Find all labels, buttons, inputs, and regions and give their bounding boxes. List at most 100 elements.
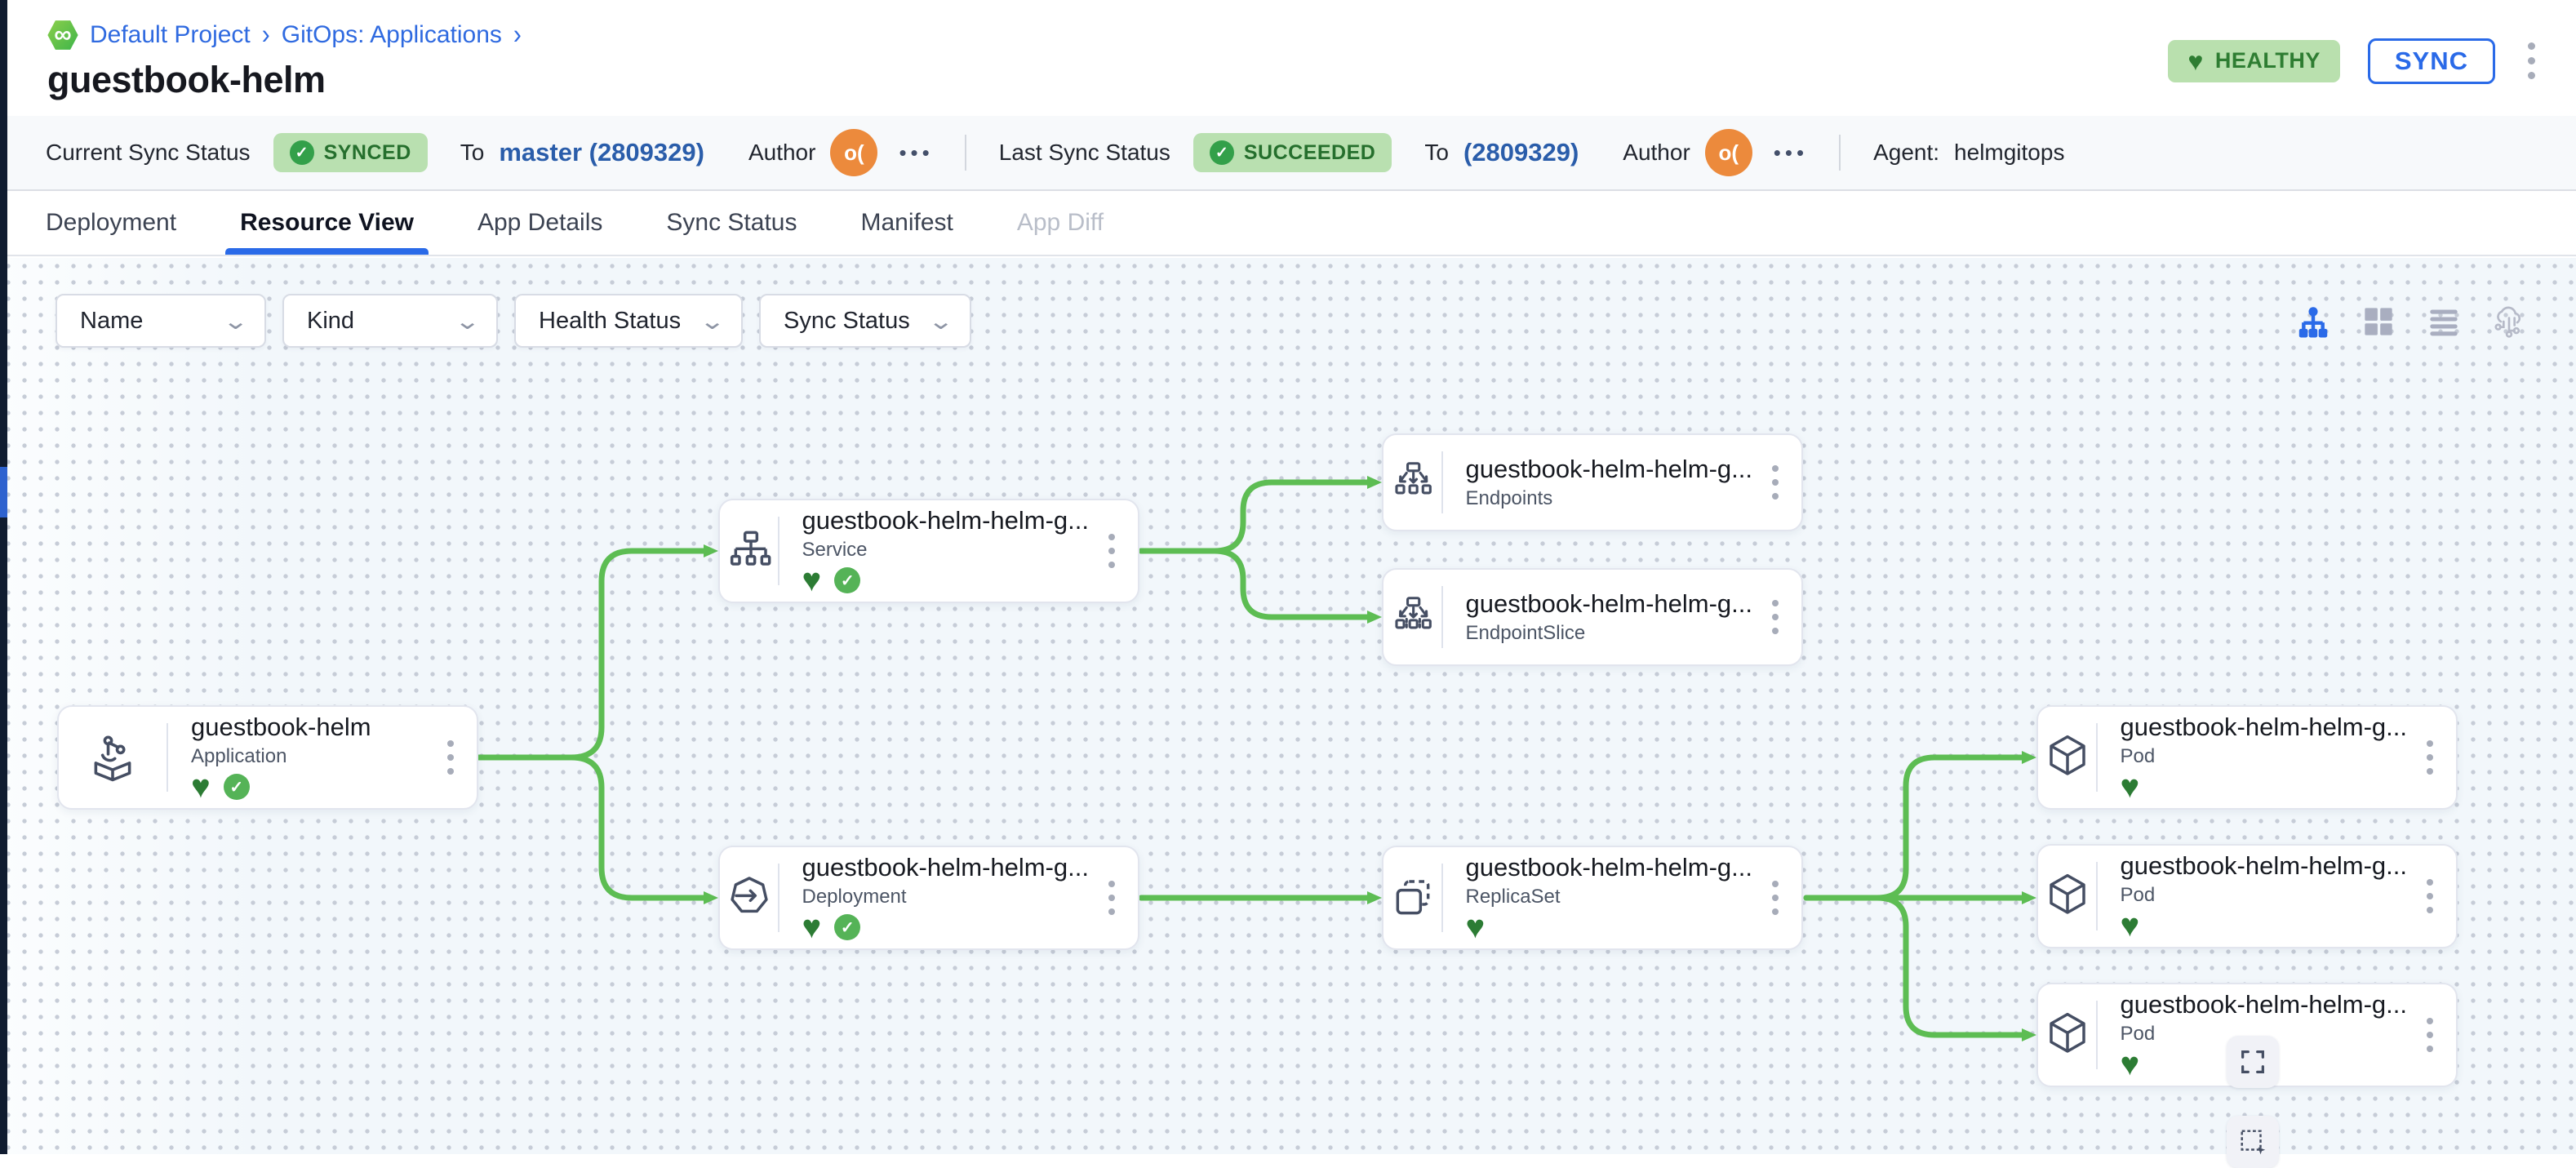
healthy-heart-icon: ♥ xyxy=(802,565,822,596)
chevron-down-icon: ⌄ xyxy=(222,308,249,335)
node-kebab-menu-icon[interactable] xyxy=(1767,595,1783,639)
breadcrumb-separator: › xyxy=(262,19,270,51)
node-kebab-menu-icon[interactable] xyxy=(442,735,459,779)
last-sync-status-label: Last Sync Status xyxy=(999,140,1170,166)
node-title: guestbook-helm-helm-g... xyxy=(1466,455,1753,484)
author-avatar[interactable]: o( xyxy=(830,129,877,176)
node-kebab-menu-icon[interactable] xyxy=(1104,876,1120,920)
tab-deployment[interactable]: Deployment xyxy=(46,191,176,255)
healthy-heart-icon: ♥ xyxy=(191,771,211,802)
resource-graph-canvas[interactable]: Name ⌄ Kind ⌄ Health Status ⌄ Sync Statu… xyxy=(0,258,2576,1154)
agent-value: helmgitops xyxy=(1954,140,2064,166)
sync-button[interactable]: SYNC xyxy=(2368,38,2495,84)
node-kind: Pod xyxy=(2121,745,2408,768)
node-service[interactable]: guestbook-helm-helm-g... Service ♥ ✓ xyxy=(718,499,1139,603)
node-title: guestbook-helm-helm-g... xyxy=(1466,853,1753,882)
endpointslice-icon xyxy=(1383,570,1441,664)
node-title: guestbook-helm-helm-g... xyxy=(2121,990,2408,1019)
node-kebab-menu-icon[interactable] xyxy=(2422,735,2438,779)
healthy-heart-icon: ♥ xyxy=(2121,771,2140,802)
succeeded-badge-label: SUCCEEDED xyxy=(1244,141,1375,165)
agent-label: Agent: xyxy=(1873,140,1939,166)
pod-icon xyxy=(2038,984,2096,1086)
tree-view-icon[interactable] xyxy=(2297,305,2330,338)
breadcrumb-project[interactable]: Default Project xyxy=(90,21,251,49)
filter-label: Name xyxy=(80,308,143,335)
last-sync-target-link[interactable]: (2809329) xyxy=(1463,138,1579,167)
cloud-view-icon[interactable] xyxy=(2493,305,2525,338)
chevron-down-icon: ⌄ xyxy=(699,308,726,335)
sidebar-rail[interactable] xyxy=(0,0,7,1154)
check-circle-icon: ✓ xyxy=(290,140,314,165)
grid-view-icon[interactable] xyxy=(2362,305,2395,338)
node-title: guestbook-helm-helm-g... xyxy=(2121,851,2408,881)
chevron-down-icon: ⌄ xyxy=(927,308,954,335)
node-kind: Service xyxy=(802,539,1090,562)
more-ellipsis-icon[interactable]: ••• xyxy=(899,140,933,166)
sidebar-rail-active-indicator xyxy=(0,467,7,517)
tab-bar: Deployment Resource View App Details Syn… xyxy=(0,191,2576,256)
filter-label: Kind xyxy=(307,308,354,335)
node-title: guestbook-helm xyxy=(191,713,428,742)
filter-name-dropdown[interactable]: Name ⌄ xyxy=(56,294,266,348)
node-title: guestbook-helm-helm-g... xyxy=(2121,713,2408,742)
author-avatar[interactable]: o( xyxy=(1705,129,1752,176)
header-kebab-menu-icon[interactable] xyxy=(2523,38,2540,84)
author-label: Author xyxy=(748,140,816,166)
chevron-down-icon: ⌄ xyxy=(454,308,481,335)
node-kebab-menu-icon[interactable] xyxy=(2422,874,2438,918)
node-pod-2[interactable]: guestbook-helm-helm-g... Pod ♥ xyxy=(2036,844,2458,948)
list-view-icon[interactable] xyxy=(2427,305,2460,338)
node-endpoints[interactable]: guestbook-helm-helm-g... Endpoints xyxy=(1382,433,1803,531)
node-kebab-menu-icon[interactable] xyxy=(1767,876,1783,920)
node-kebab-menu-icon[interactable] xyxy=(1767,460,1783,504)
fit-view-button[interactable] xyxy=(2227,1036,2279,1088)
node-kind: Deployment xyxy=(802,886,1090,908)
filter-label: Health Status xyxy=(539,308,681,335)
marquee-select-button[interactable] xyxy=(2227,1116,2279,1168)
node-kebab-menu-icon[interactable] xyxy=(1104,529,1120,573)
filter-sync-status-dropdown[interactable]: Sync Status ⌄ xyxy=(759,294,971,348)
healthy-heart-icon: ♥ xyxy=(2121,910,2140,941)
node-endpointslice[interactable]: guestbook-helm-helm-g... EndpointSlice xyxy=(1382,568,1803,666)
node-kind: Application xyxy=(191,745,428,768)
node-replicaset[interactable]: guestbook-helm-helm-g... ReplicaSet ♥ xyxy=(1382,846,1803,950)
divider xyxy=(1839,135,1841,171)
node-title: guestbook-helm-helm-g... xyxy=(1466,589,1753,619)
filter-health-status-dropdown[interactable]: Health Status ⌄ xyxy=(514,294,743,348)
filter-kind-dropdown[interactable]: Kind ⌄ xyxy=(282,294,498,348)
heart-icon: ♥ xyxy=(2187,48,2204,74)
node-kebab-menu-icon[interactable] xyxy=(2422,1013,2438,1057)
replicaset-icon xyxy=(1383,847,1441,948)
tab-resource-view[interactable]: Resource View xyxy=(240,191,414,255)
node-kind: ReplicaSet xyxy=(1466,886,1753,908)
synced-check-icon: ✓ xyxy=(834,567,860,593)
author-label: Author xyxy=(1623,140,1690,166)
tab-app-details[interactable]: App Details xyxy=(477,191,602,255)
node-application[interactable]: guestbook-helm Application ♥ ✓ xyxy=(57,705,478,810)
tab-app-diff[interactable]: App Diff xyxy=(1017,191,1104,255)
healthy-heart-icon: ♥ xyxy=(1466,912,1486,943)
endpoints-icon xyxy=(1383,435,1441,530)
infinity-glyph: ∞ xyxy=(54,21,71,49)
tab-manifest[interactable]: Manifest xyxy=(860,191,953,255)
view-mode-switcher xyxy=(2297,305,2525,338)
node-pod-1[interactable]: guestbook-helm-helm-g... Pod ♥ xyxy=(2036,705,2458,810)
health-status-badge: ♥ HEALTHY xyxy=(2168,40,2340,82)
current-sync-status-label: Current Sync Status xyxy=(46,140,251,166)
node-kind: EndpointSlice xyxy=(1466,622,1753,645)
check-circle-icon: ✓ xyxy=(1210,140,1234,165)
health-badge-label: HEALTHY xyxy=(2215,48,2321,73)
pod-icon xyxy=(2038,707,2096,808)
breadcrumb: ∞ Default Project › GitOps: Applications… xyxy=(47,18,2537,52)
page-title: guestbook-helm xyxy=(47,59,2537,101)
tab-sync-status[interactable]: Sync Status xyxy=(666,191,797,255)
node-deployment[interactable]: guestbook-helm-helm-g... Deployment ♥ ✓ xyxy=(718,846,1139,950)
breadcrumb-section[interactable]: GitOps: Applications xyxy=(282,21,502,49)
more-ellipsis-icon[interactable]: ••• xyxy=(1774,140,1808,166)
current-sync-target-link[interactable]: master (2809329) xyxy=(499,138,704,167)
node-title: guestbook-helm-helm-g... xyxy=(802,853,1090,882)
filter-label: Sync Status xyxy=(784,308,910,335)
succeeded-badge: ✓ SUCCEEDED xyxy=(1193,133,1392,172)
status-bar: Current Sync Status ✓ SYNCED To master (… xyxy=(0,116,2576,191)
